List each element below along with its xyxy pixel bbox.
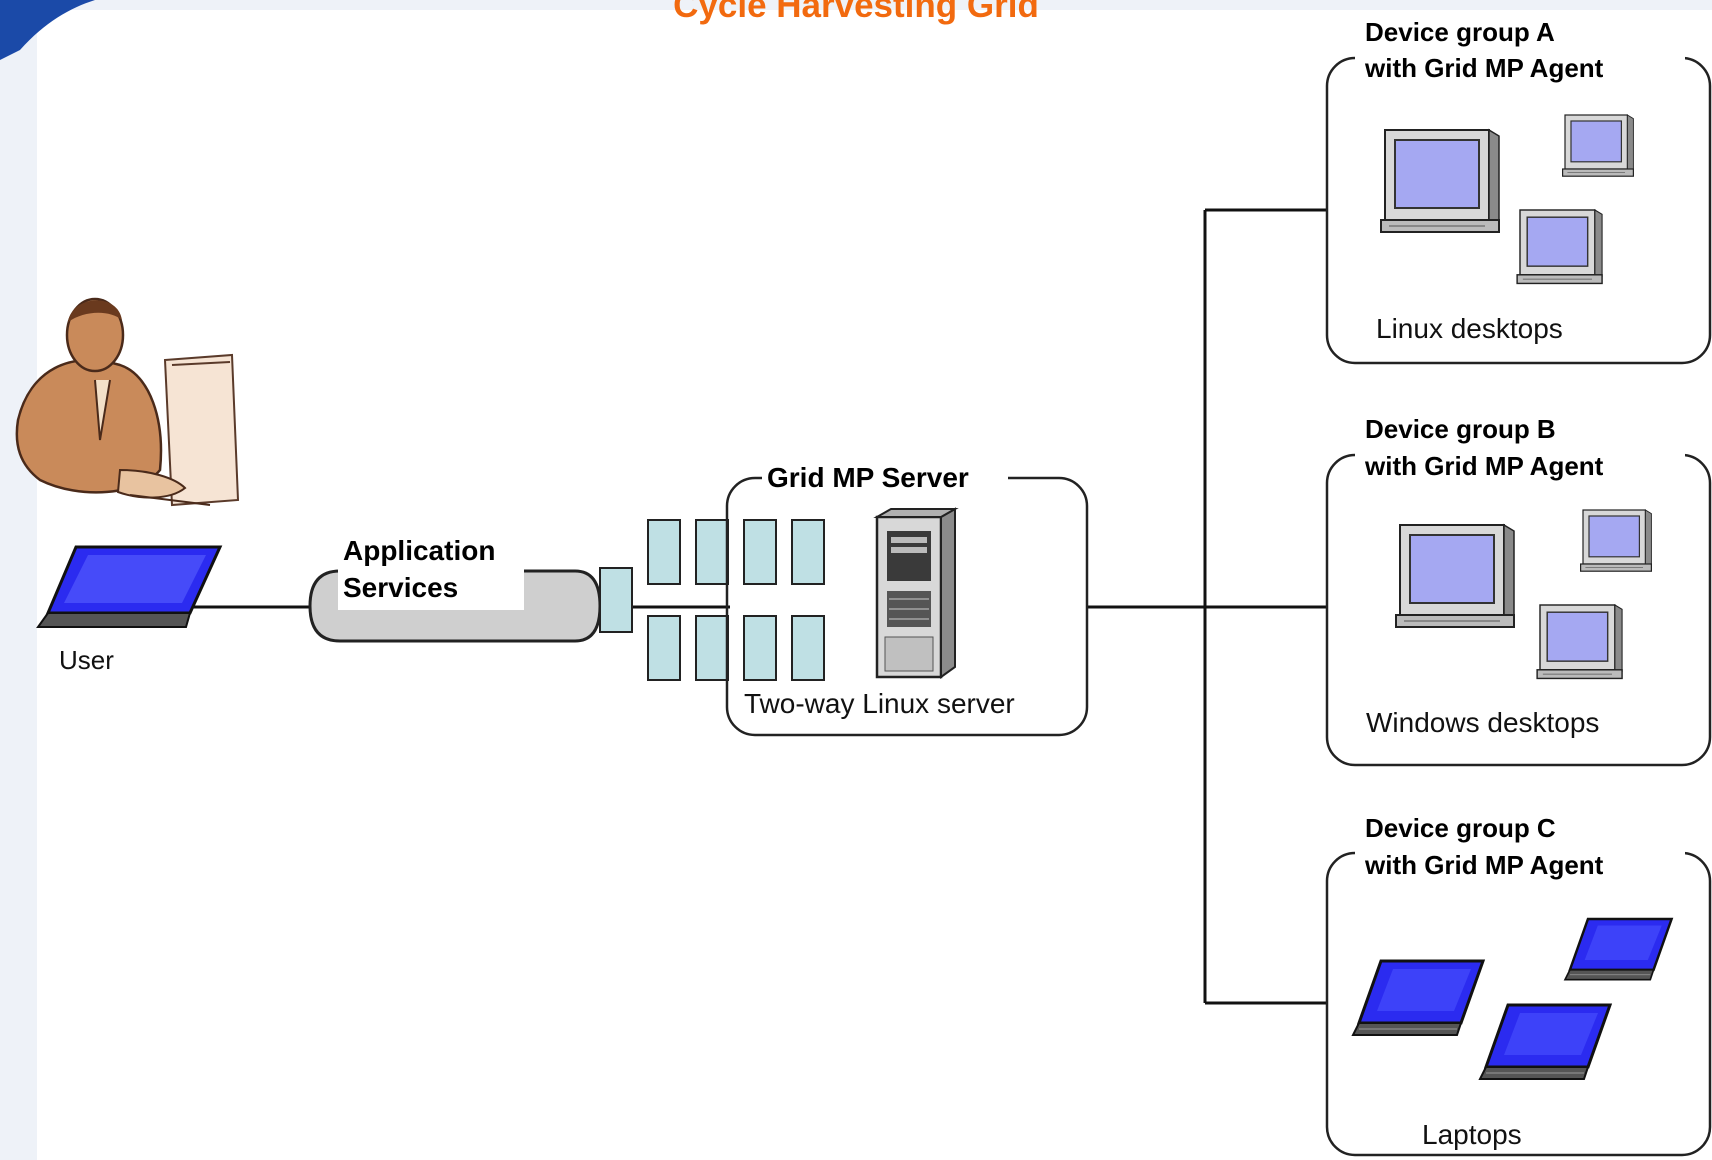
laptop-icon: [1563, 917, 1673, 981]
server-tower-icon: [873, 507, 959, 679]
user-label: User: [59, 645, 114, 675]
job-queue-blocks: [647, 519, 825, 681]
application-services-pipe: [308, 536, 633, 643]
group-b-caption: Windows desktops: [1366, 707, 1599, 738]
device-group-b-box: [1325, 437, 1712, 767]
desktop-pc-icon: [1395, 524, 1515, 628]
device-group-c-box: [1325, 835, 1712, 1157]
group-b-title-line2: with Grid MP Agent: [1364, 451, 1604, 481]
server-title: Grid MP Server: [767, 462, 969, 493]
laptop-icon: [1351, 959, 1485, 1037]
desktop-pc-icon: [1536, 604, 1623, 680]
application-services-label-line1: Application: [343, 535, 495, 566]
slide-title: Cycle Harvesting Grid: [673, 0, 1039, 25]
desktop-pc-icon: [1561, 114, 1635, 177]
grid-mp-server-box: [725, 462, 1089, 737]
group-c-title-line2: with Grid MP Agent: [1364, 850, 1604, 880]
laptop-icon: [1478, 1003, 1612, 1081]
corner-swoosh-logo: [0, 0, 95, 60]
group-a-caption: Linux desktops: [1376, 313, 1563, 344]
desktop-pc-icon: [1380, 129, 1500, 233]
group-a-title-line1: Device group A: [1365, 17, 1555, 47]
user-person-illustration: [15, 297, 240, 507]
desktop-pc-icon: [1579, 509, 1653, 572]
group-c-caption: Laptops: [1422, 1119, 1522, 1150]
server-caption: Two-way Linux server: [744, 688, 1015, 719]
group-b-title-line1: Device group B: [1365, 414, 1556, 444]
group-a-title-line2: with Grid MP Agent: [1364, 53, 1604, 83]
connection-lines: [190, 208, 1327, 1005]
device-group-a-box: [1325, 40, 1712, 365]
user-laptop-icon: [36, 545, 223, 628]
group-c-title-line1: Device group C: [1365, 813, 1556, 843]
application-services-label-line2: Services: [343, 572, 458, 603]
desktop-pc-icon: [1516, 209, 1603, 285]
